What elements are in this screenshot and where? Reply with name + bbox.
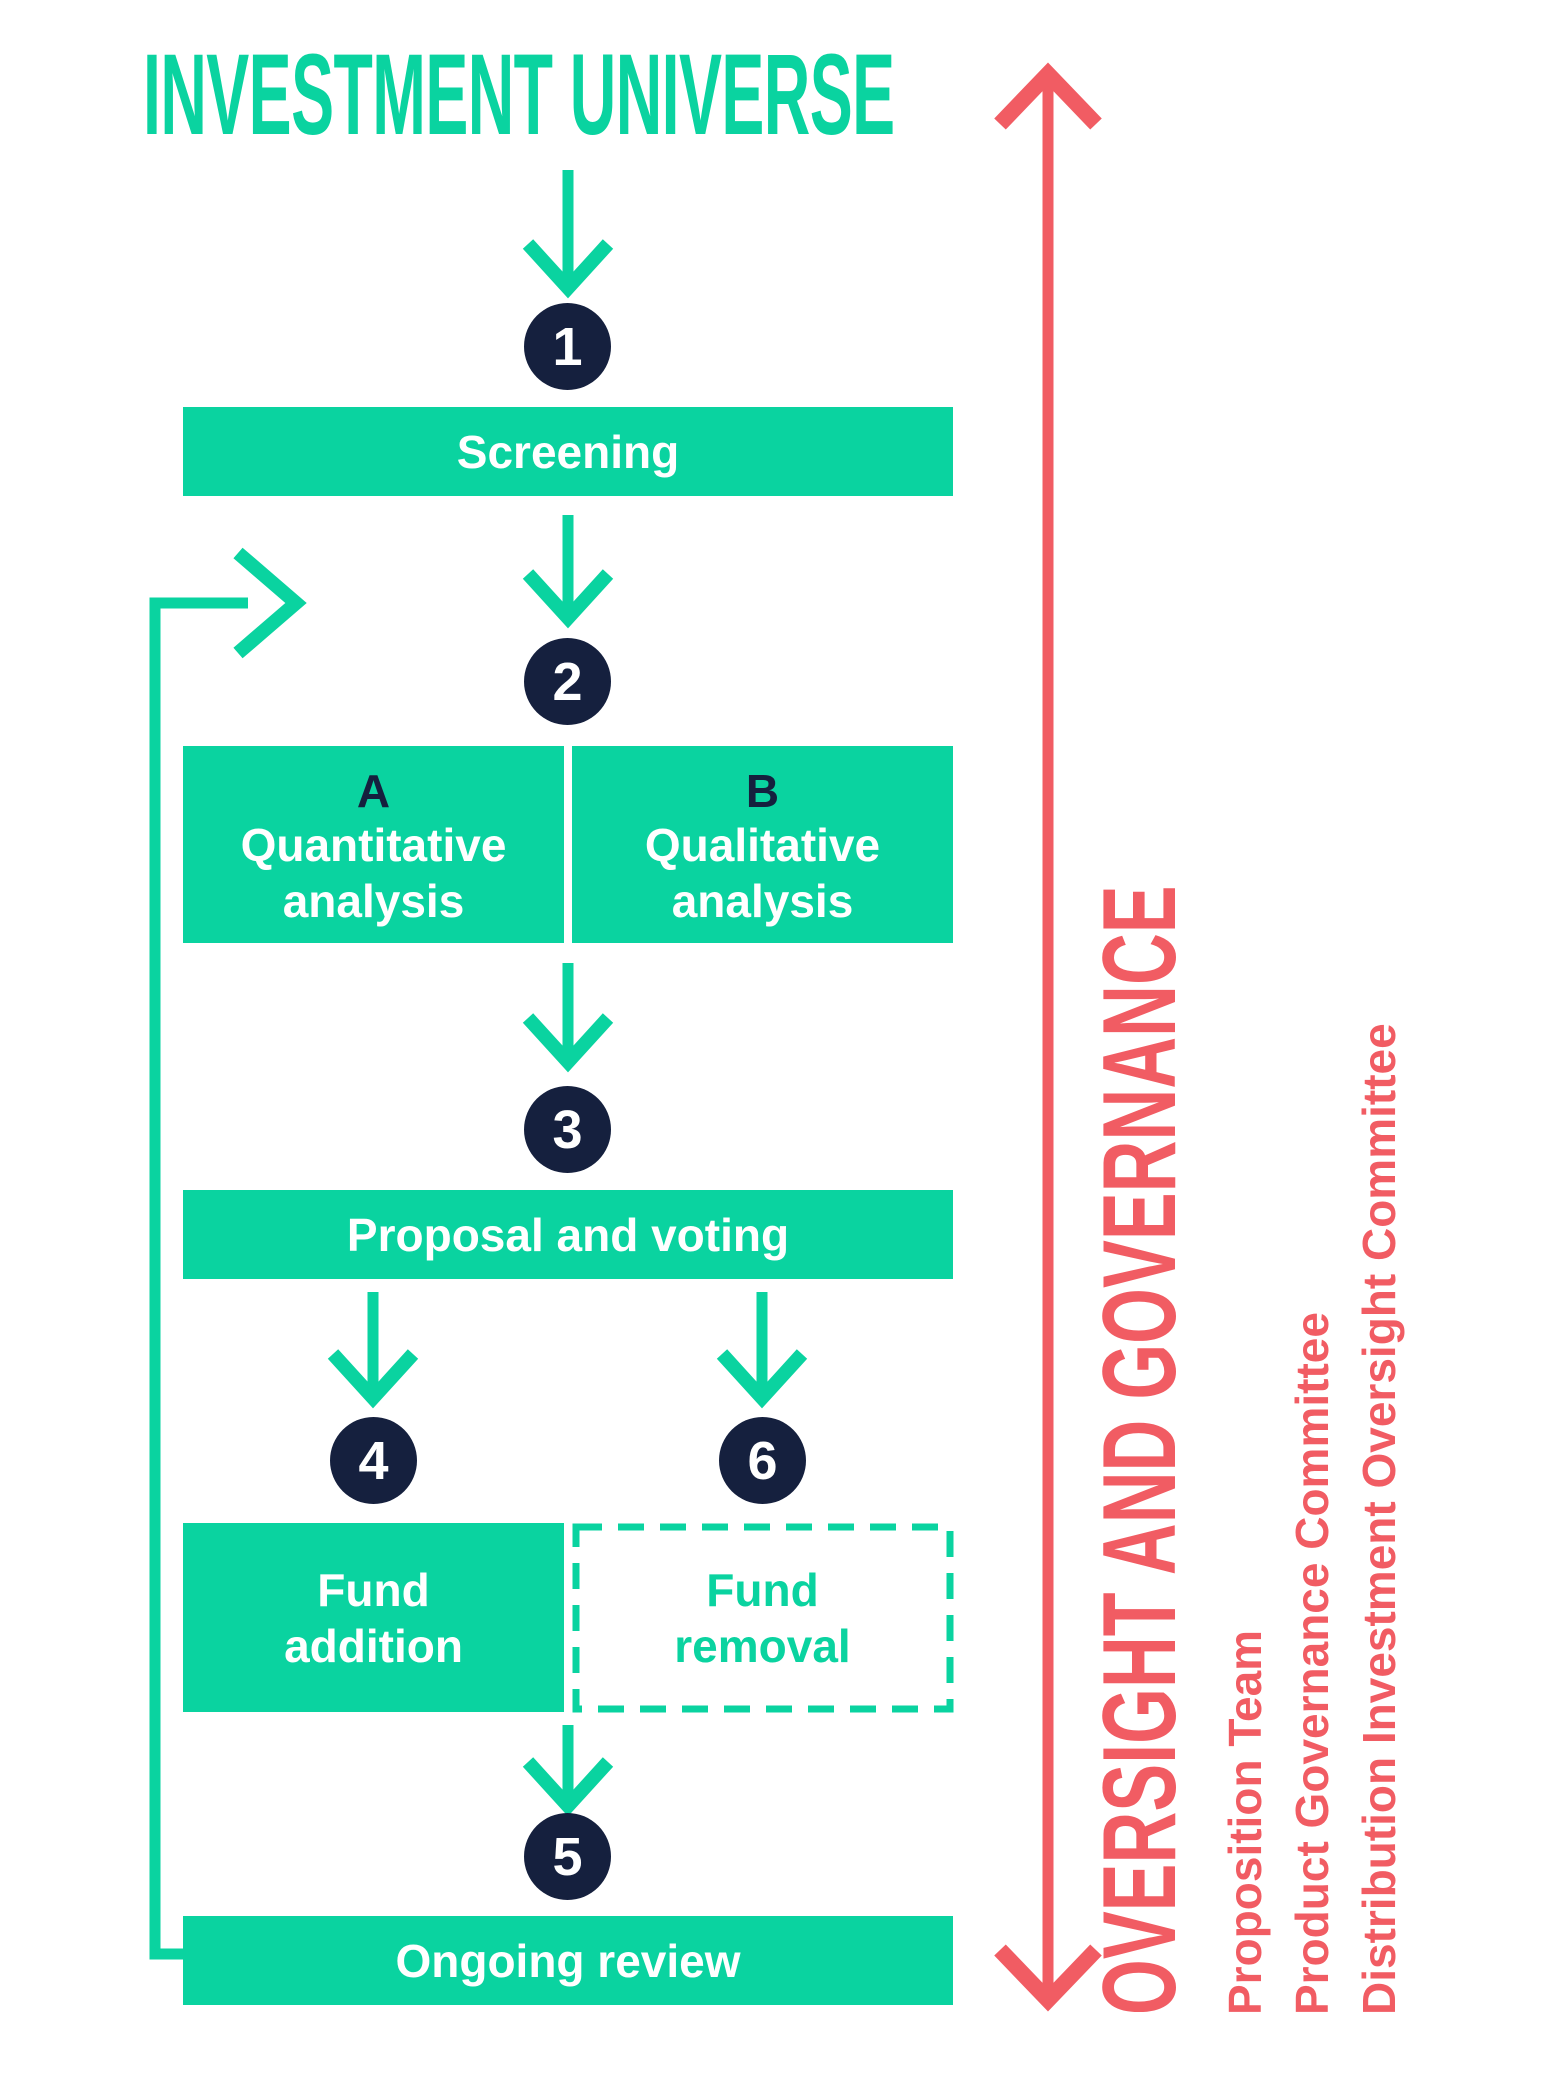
qualitative-label-line1: Qualitative [644, 818, 881, 871]
fund-removal-box: Fund removal [572, 1523, 953, 1712]
down-arrow-icon [716, 1292, 808, 1409]
oversight-governance-title: OVERSIGHT AND GOVERNANCE [1082, 885, 1198, 2016]
fund-removal-dashed-outline [572, 1523, 954, 1713]
qualitative-label-line2: analysis [671, 874, 854, 927]
branch-a-letter: A [356, 764, 391, 817]
down-arrow-icon [522, 963, 614, 1073]
fund-removal-line2: removal [674, 1619, 851, 1672]
page-title: INVESTMENT UNIVERSE [143, 31, 895, 159]
committee-label-product-governance: Product Governance Committee [1286, 1312, 1338, 2015]
step-number-badge: 2 [524, 638, 611, 725]
oversight-double-arrow-icon [994, 62, 1102, 2012]
proposal-voting-label: Proposal and voting [346, 1208, 790, 1261]
step-number: 2 [552, 651, 583, 712]
step-number: 6 [747, 1430, 778, 1491]
down-arrow-icon [522, 170, 614, 299]
step-number-badge: 5 [524, 1813, 611, 1900]
fund-addition-box: Fund addition [183, 1523, 564, 1712]
step-number: 5 [552, 1826, 583, 1887]
screening-label: Screening [456, 425, 680, 478]
step-number-badge: 6 [719, 1417, 806, 1504]
quantitative-analysis-box: A Quantitative analysis [183, 746, 564, 943]
ongoing-review-label: Ongoing review [395, 1934, 741, 1987]
step-number: 1 [552, 316, 583, 377]
screening-box: Screening [183, 407, 953, 496]
fund-addition-line2: addition [284, 1619, 463, 1672]
ongoing-review-box: Ongoing review [183, 1916, 953, 2005]
step-number: 4 [358, 1430, 389, 1491]
step-number: 3 [552, 1099, 583, 1160]
qualitative-analysis-box: B Qualitative analysis [572, 746, 953, 943]
down-arrow-icon [522, 1725, 614, 1817]
proposal-voting-box: Proposal and voting [183, 1190, 953, 1279]
step-number-badge: 1 [524, 303, 611, 390]
quantitative-label-line1: Quantitative [240, 818, 507, 871]
feedback-loop-arrow [149, 547, 307, 1960]
down-arrow-icon [522, 515, 614, 629]
branch-b-letter: B [745, 764, 780, 817]
quantitative-label-line2: analysis [282, 874, 465, 927]
fund-removal-line1: Fund [706, 1563, 819, 1616]
step-number-badge: 4 [330, 1417, 417, 1504]
step-number-badge: 3 [524, 1086, 611, 1173]
fund-addition-line1: Fund [317, 1563, 430, 1616]
down-arrow-icon [327, 1292, 419, 1409]
committee-label-distribution-investment-oversight: Distribution Investment Oversight Commit… [1353, 1023, 1405, 2015]
committee-label-proposition-team: Proposition Team [1219, 1629, 1271, 2015]
